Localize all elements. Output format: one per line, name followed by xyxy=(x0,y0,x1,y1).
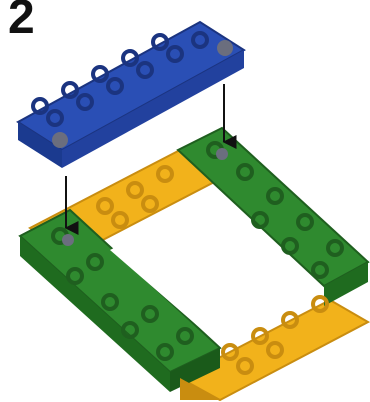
grey-peg-left xyxy=(52,132,68,148)
target-spot-left xyxy=(62,234,74,246)
target-spot-right xyxy=(216,148,228,160)
step-number: 2 xyxy=(8,0,35,44)
yellow-brick-bottom xyxy=(177,298,370,402)
brick-ring xyxy=(18,126,370,402)
center-opening xyxy=(110,204,290,328)
ring-studs xyxy=(51,141,344,375)
grey-peg-right xyxy=(217,40,233,56)
blue-brick xyxy=(16,20,246,168)
